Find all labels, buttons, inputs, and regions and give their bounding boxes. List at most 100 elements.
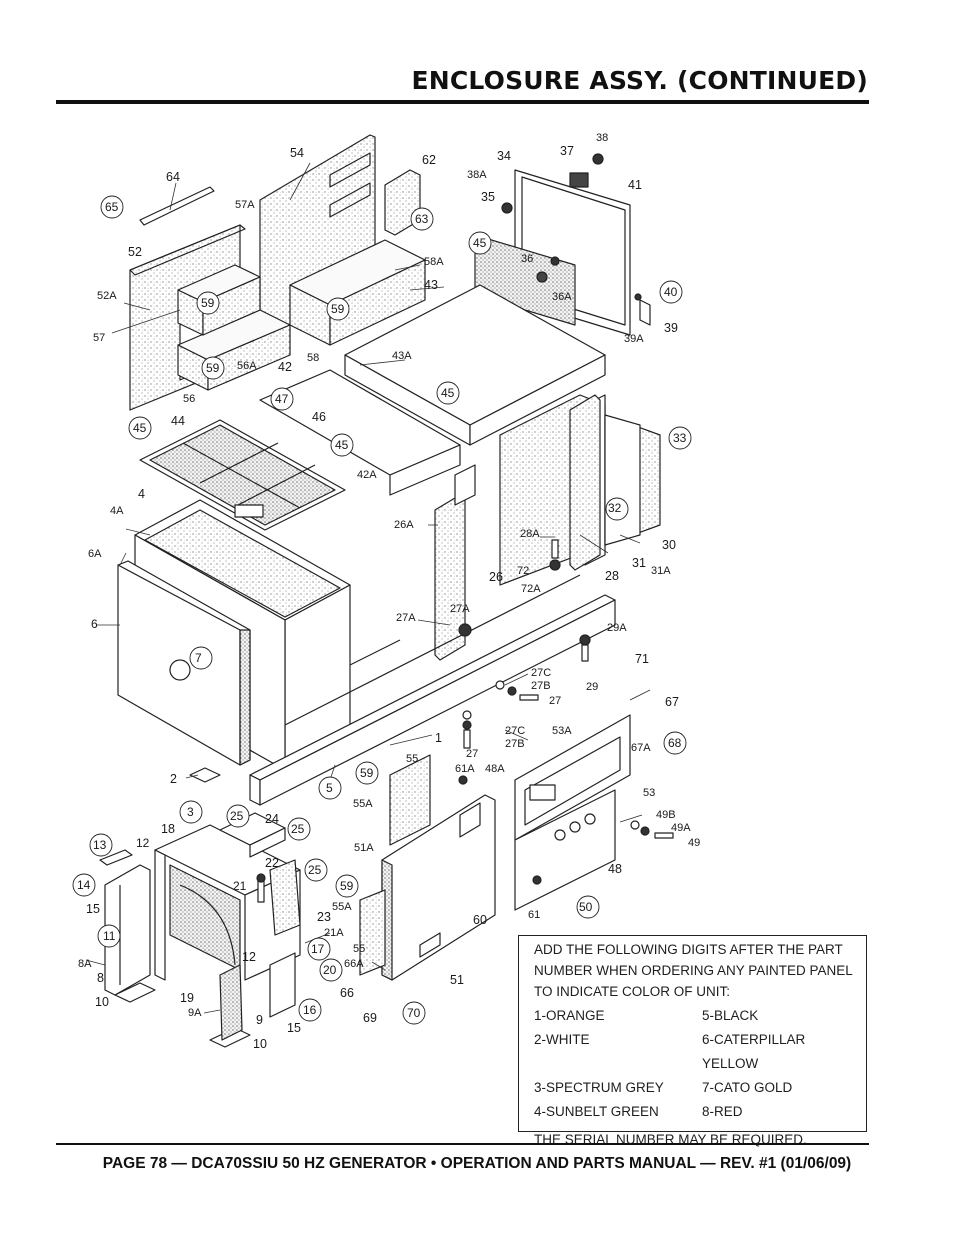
color-code: 5-BLACK — [702, 1008, 759, 1023]
callout: 10 — [253, 1037, 267, 1051]
callout: 49A — [671, 822, 691, 834]
callout: 71 — [635, 652, 649, 666]
callout: 45 — [133, 421, 147, 435]
page-title: ENCLOSURE ASSY. (CONTINUED) — [411, 66, 868, 95]
callout: 43 — [424, 278, 438, 292]
plate-15 — [269, 952, 296, 1018]
callout: 60 — [473, 913, 487, 927]
hardware-49 — [630, 820, 674, 839]
callout: 28 — [605, 569, 619, 583]
callout: 5 — [326, 781, 333, 795]
callout: 8A — [78, 958, 92, 970]
callout: 43A — [392, 350, 412, 362]
callout: 9 — [256, 1013, 263, 1027]
callout: 62 — [422, 153, 436, 167]
callout: 32 — [608, 501, 622, 515]
callout: 20 — [323, 963, 337, 977]
callout: 27C — [531, 667, 551, 679]
callout: 59 — [340, 879, 354, 893]
callout: 61A — [455, 763, 475, 775]
callout: 4A — [110, 505, 124, 517]
foam-block-56a — [177, 309, 291, 391]
callout: 69 — [363, 1011, 377, 1025]
callout: 49 — [688, 837, 700, 849]
callout: 25 — [308, 863, 322, 877]
callout: 13 — [93, 838, 107, 852]
latch-39 — [634, 293, 651, 326]
callout: 16 — [303, 1003, 317, 1017]
callout: 51A — [354, 842, 374, 854]
callout: 72 — [517, 565, 529, 577]
bracket-11 — [104, 864, 151, 996]
callout: 68 — [668, 736, 682, 750]
base-frame-1 — [249, 574, 616, 806]
callout: 31 — [632, 556, 646, 570]
callout: 9A — [188, 1007, 202, 1019]
callout: 55 — [353, 943, 365, 955]
enclosure-exploded-diagram: 54 64 65 57A 62 63 52 52A 59 57 58A 59 5… — [72, 132, 700, 1051]
roof-43 — [344, 284, 606, 446]
callout: 11 — [103, 929, 116, 943]
callout: 66A — [344, 958, 364, 970]
callout: 56A — [237, 360, 257, 372]
callout: 67 — [665, 695, 679, 709]
callout: 48A — [485, 763, 505, 775]
duct-23 — [269, 859, 301, 936]
callout: 27B — [531, 680, 551, 692]
callout: 25 — [230, 809, 244, 823]
callout: 59 — [201, 296, 215, 310]
callout: 2 — [170, 772, 177, 786]
serial-note: THE SERIAL NUMBER MAY BE REQUIRED. — [534, 1132, 807, 1147]
callout: 49B — [656, 809, 676, 821]
callout: 14 — [77, 878, 91, 892]
callout: 1 — [435, 731, 442, 745]
post-9 — [219, 964, 243, 1041]
callout: 42A — [357, 469, 377, 481]
callout: 36A — [552, 291, 572, 303]
callout: 42 — [278, 360, 292, 374]
callout: 12 — [242, 950, 256, 964]
callout: 22 — [265, 856, 279, 870]
page-footer: PAGE 78 — DCA70SSIU 50 HZ GENERATOR • OP… — [102, 1155, 852, 1172]
callout: 55 — [406, 753, 418, 765]
callout: 45 — [473, 236, 487, 250]
callout: 27A — [396, 612, 416, 624]
callout: 26 — [489, 570, 503, 584]
grille-44 — [139, 419, 346, 531]
hardware-61 — [458, 775, 542, 885]
callout: 66 — [340, 986, 354, 1000]
callout: 34 — [497, 149, 511, 163]
post-26 — [434, 464, 476, 661]
callout: 48 — [608, 862, 622, 876]
callout: 12 — [136, 836, 150, 850]
callout: 4 — [138, 487, 145, 501]
header-rule — [56, 100, 869, 104]
callout: 72A — [521, 583, 541, 595]
callout: 59 — [360, 766, 374, 780]
callout: 52A — [97, 290, 117, 302]
callout: 39 — [664, 321, 678, 335]
callout: 27 — [549, 695, 561, 707]
callout: 59 — [331, 302, 345, 316]
hardware-27 — [458, 623, 539, 749]
callout: 40 — [664, 285, 678, 299]
callout: 45 — [441, 386, 455, 400]
callout: 15 — [86, 902, 100, 916]
callout: 38 — [596, 132, 608, 144]
callout: 58A — [424, 256, 444, 268]
color-code: 1-ORANGE — [534, 1008, 605, 1023]
callout: 55A — [332, 901, 352, 913]
roof-42 — [259, 369, 461, 496]
callout: 64 — [166, 170, 180, 184]
strip-64 — [139, 186, 215, 226]
callout: 39A — [624, 333, 644, 345]
foam-block-57a — [177, 264, 261, 336]
note-intro: ADD THE FOLLOWING DIGITS AFTER THE PART … — [534, 942, 853, 999]
callout: 29A — [607, 622, 627, 634]
color-code: 2-WHITE — [534, 1032, 590, 1047]
callout: 61 — [528, 909, 540, 921]
callout: 25 — [291, 822, 305, 836]
door-6 — [117, 560, 251, 766]
callout: 3 — [187, 805, 194, 819]
callout: 31A — [651, 565, 671, 577]
